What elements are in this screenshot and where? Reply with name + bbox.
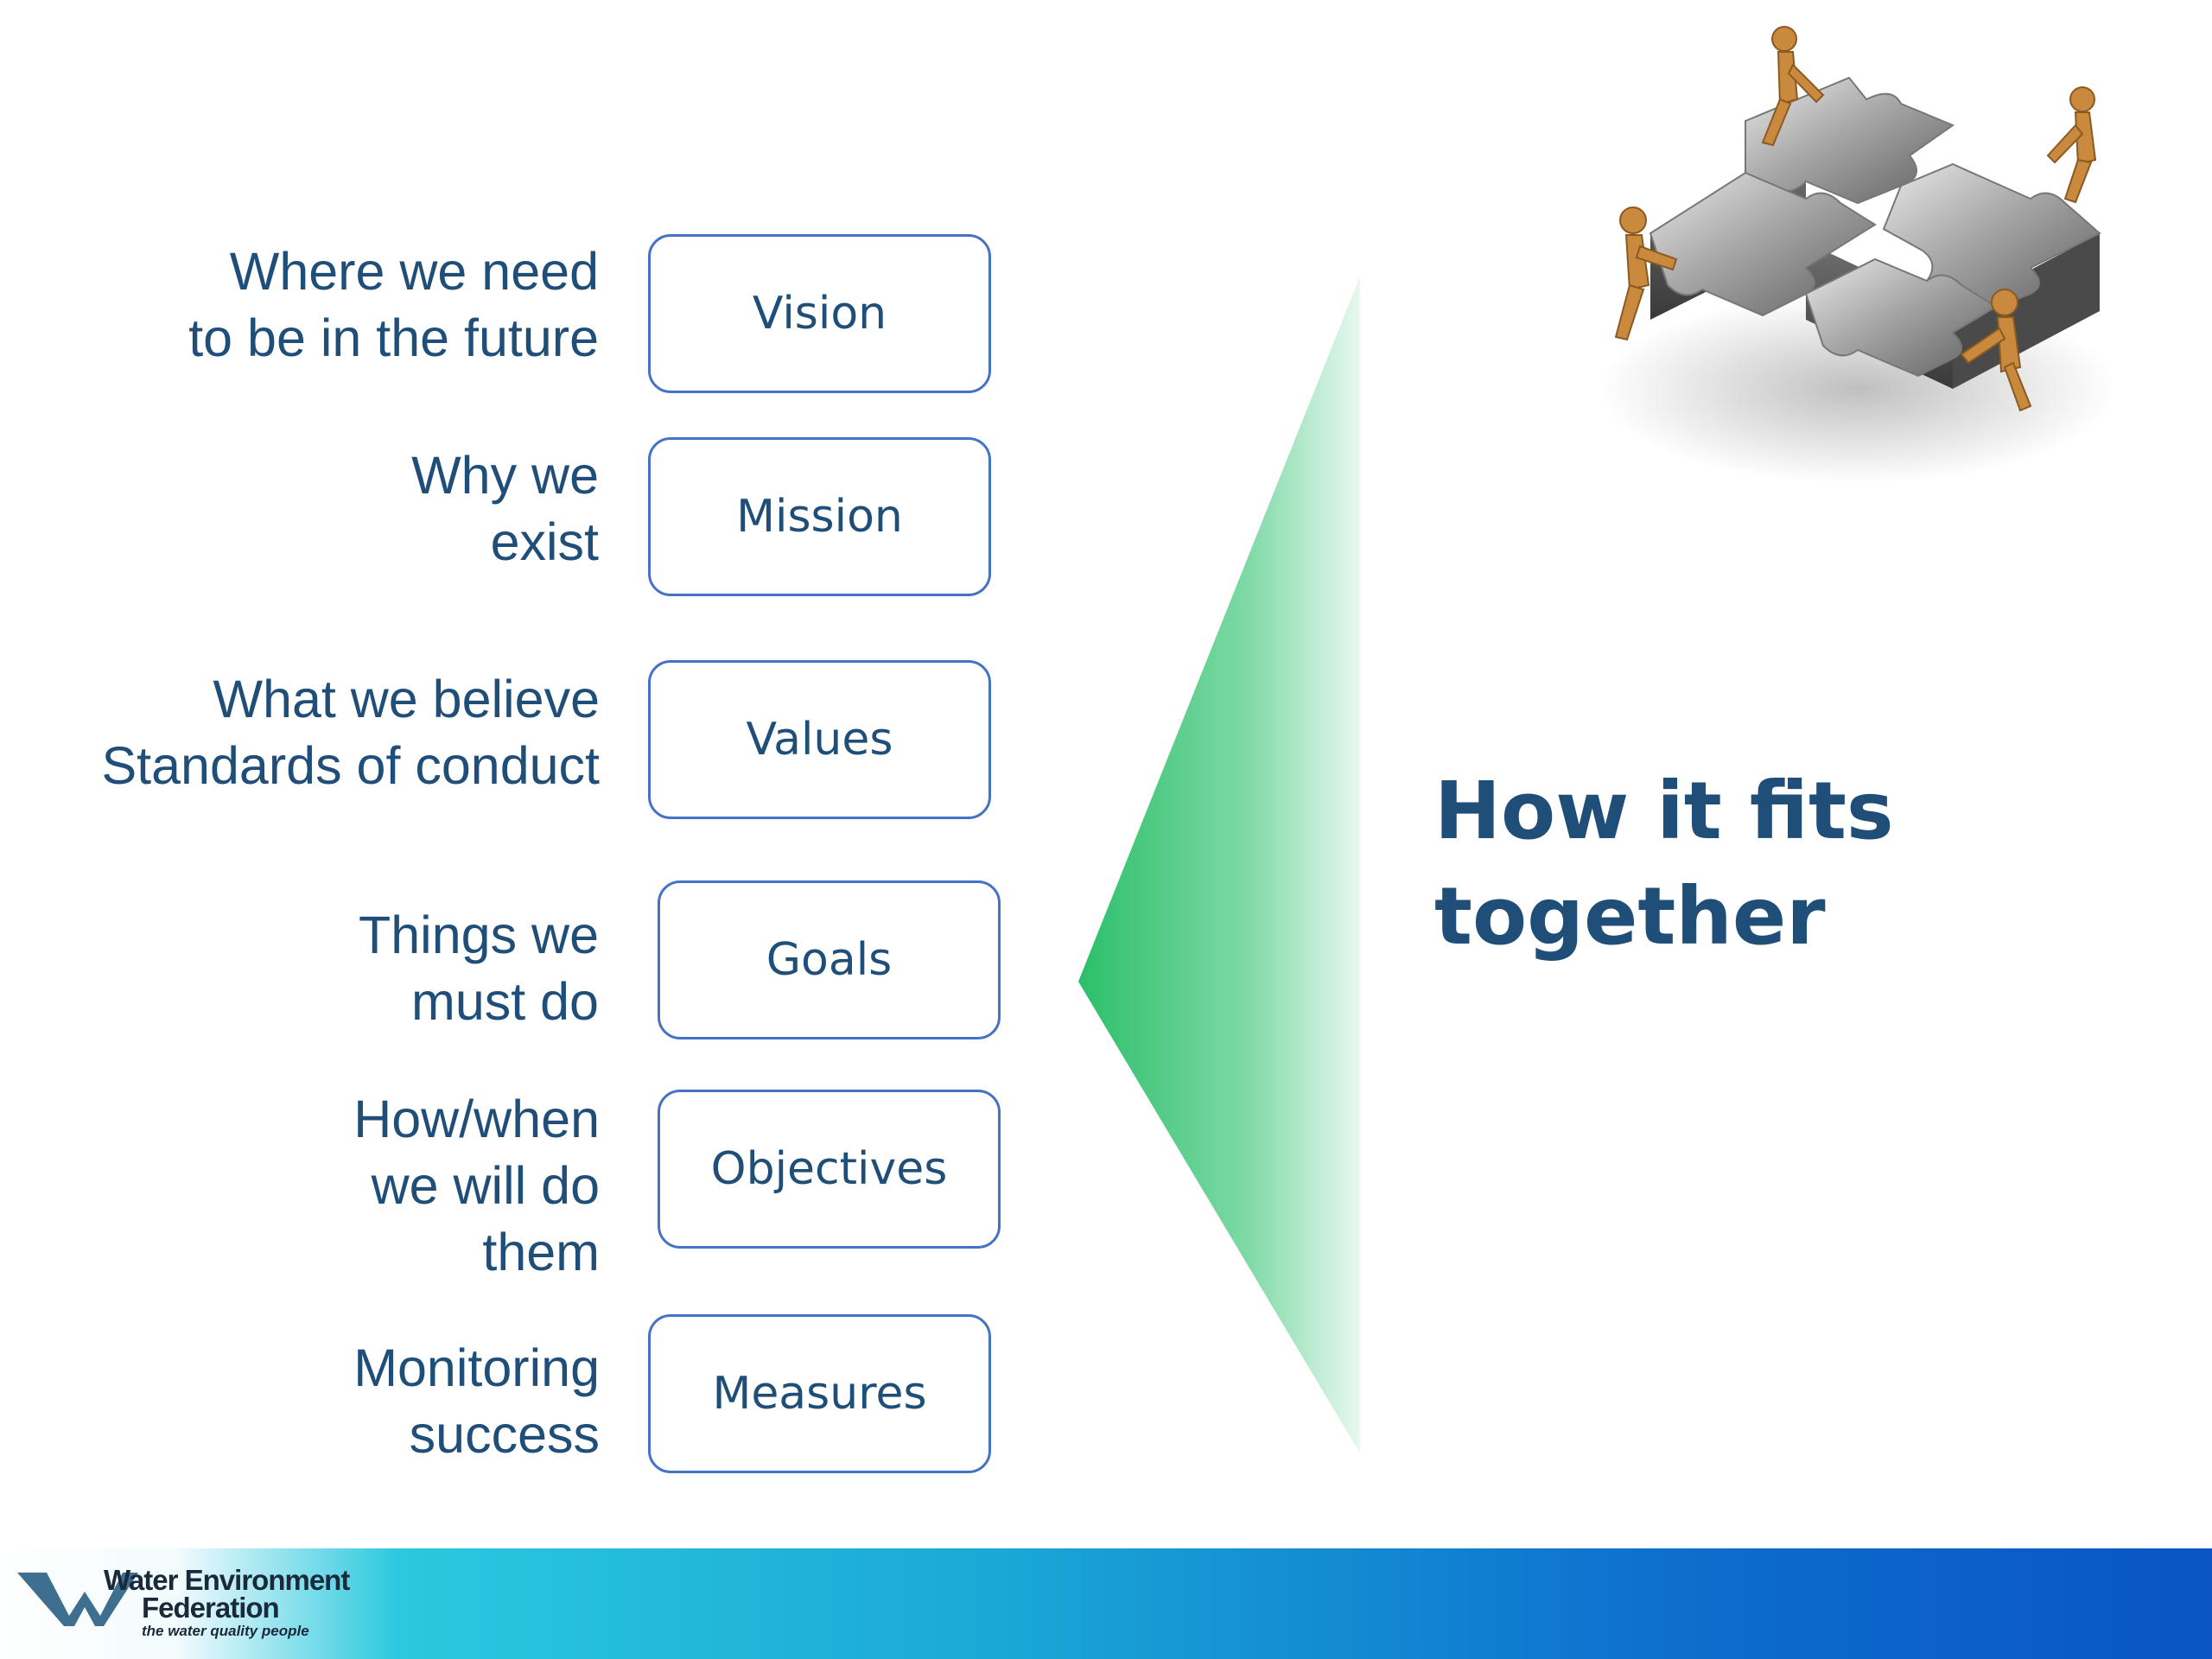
row-label-measures: Monitoring success [0,1335,600,1468]
label-line: Standards of conduct [101,736,601,795]
logo-org-line1: Water Environment [104,1564,350,1596]
slide-title: How it fits together [1434,759,1894,969]
green-triangle [1078,276,1360,1453]
label-line: must do [411,972,599,1031]
box-goals: Goals [658,880,1001,1039]
box-measures: Measures [648,1314,991,1473]
row-label-values: What we believe Standards of conduct [0,666,601,799]
box-values: Values [648,660,991,819]
label-line: How/when [353,1090,600,1148]
puzzle-figures-icon [1599,26,2117,484]
label-line: to be in the future [188,308,599,367]
wef-wave-icon [17,1573,138,1626]
box-vision: Vision [648,234,991,393]
title-line: together [1434,870,1826,963]
row-label-goals: Things we must do [0,902,599,1035]
row-label-objectives: How/when we will do them [0,1086,600,1286]
box-objectives: Objectives [658,1090,1001,1249]
title-line: How it fits [1434,765,1894,857]
label-line: Why we [411,446,599,505]
label-line: Where we need [229,242,599,301]
label-line: we will do [371,1156,600,1215]
wef-logo: Water Environment Federation the water q… [17,1562,389,1649]
label-line: Monitoring [353,1338,600,1397]
label-line: Things we [358,906,599,964]
row-label-mission: Why we exist [0,442,599,575]
footer-band [0,1548,2212,1659]
logo-org-line2: Federation [142,1592,280,1624]
label-line: them [482,1223,600,1281]
box-mission: Mission [648,437,991,596]
logo-tagline: the water quality people [142,1623,309,1639]
label-line: exist [490,512,599,571]
label-line: success [409,1405,600,1464]
row-label-vision: Where we need to be in the future [0,238,599,372]
label-line: What we believe [213,670,600,728]
